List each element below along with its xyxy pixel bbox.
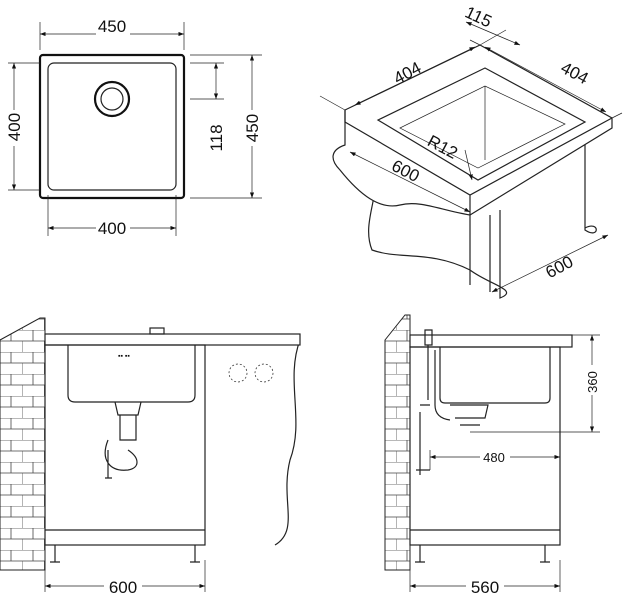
- top-view: 450 400 400 118 450: [4, 17, 262, 238]
- dim-side-cabinet-depth: 560: [471, 578, 499, 597]
- brick-wall: [0, 317, 46, 571]
- outlet-icon: [228, 363, 248, 383]
- cabinet-outline: [368, 130, 597, 299]
- side-view: 360 480 560: [384, 314, 600, 597]
- dim-right-side: 404: [558, 58, 592, 88]
- bowl-front: [67, 345, 196, 403]
- dim-bowl-depth: 360: [585, 371, 600, 393]
- dim-outer-width: 450: [98, 17, 126, 36]
- dim-cabinet-depth: 600: [542, 252, 576, 282]
- dim-front-cabinet-width: 600: [109, 578, 137, 597]
- dim-drain-distance: 480: [483, 450, 505, 465]
- svg-text:▪▪ ▪▪: ▪▪ ▪▪: [118, 353, 130, 360]
- dim-outer-height: 450: [243, 114, 262, 142]
- dim-back-depth: 115: [462, 3, 495, 32]
- countertop-front: [44, 333, 301, 346]
- cabinet-side: [409, 346, 561, 546]
- isometric-view: 115 404 404 R12 600 600: [319, 3, 623, 299]
- drain-outer-icon: [93, 80, 131, 118]
- countertop-side: [409, 334, 573, 348]
- cabinet-front: [44, 344, 206, 546]
- bowl-side: [439, 347, 551, 404]
- sink-bowl-inner: [47, 62, 177, 191]
- front-view: ▪▪ ▪▪ 600: [0, 317, 301, 597]
- dim-drain-offset: 118: [207, 124, 226, 151]
- drain-inner-icon: [100, 87, 124, 111]
- sink-outline-outer: [38, 53, 186, 200]
- outlet-icon: [254, 363, 274, 383]
- brick-wall-side: [384, 314, 411, 571]
- dim-inner-height: 400: [5, 113, 24, 141]
- dim-inner-width: 400: [98, 219, 126, 238]
